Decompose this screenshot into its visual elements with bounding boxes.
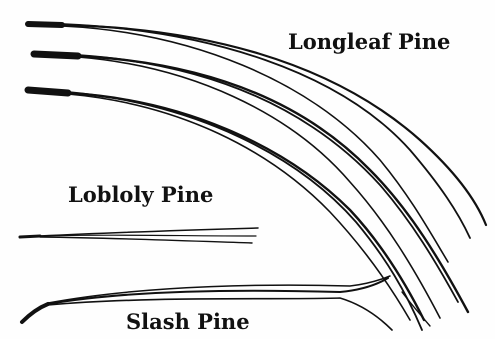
loblolly-fascicle: [20, 228, 258, 243]
longleaf-pine-label: Longleaf Pine: [288, 31, 450, 52]
longleaf-fascicle-bottom: [28, 90, 424, 330]
loblolly-pine-label: Lobloly Pine: [68, 184, 213, 205]
slash-pine-label: Slash Pine: [126, 311, 250, 332]
